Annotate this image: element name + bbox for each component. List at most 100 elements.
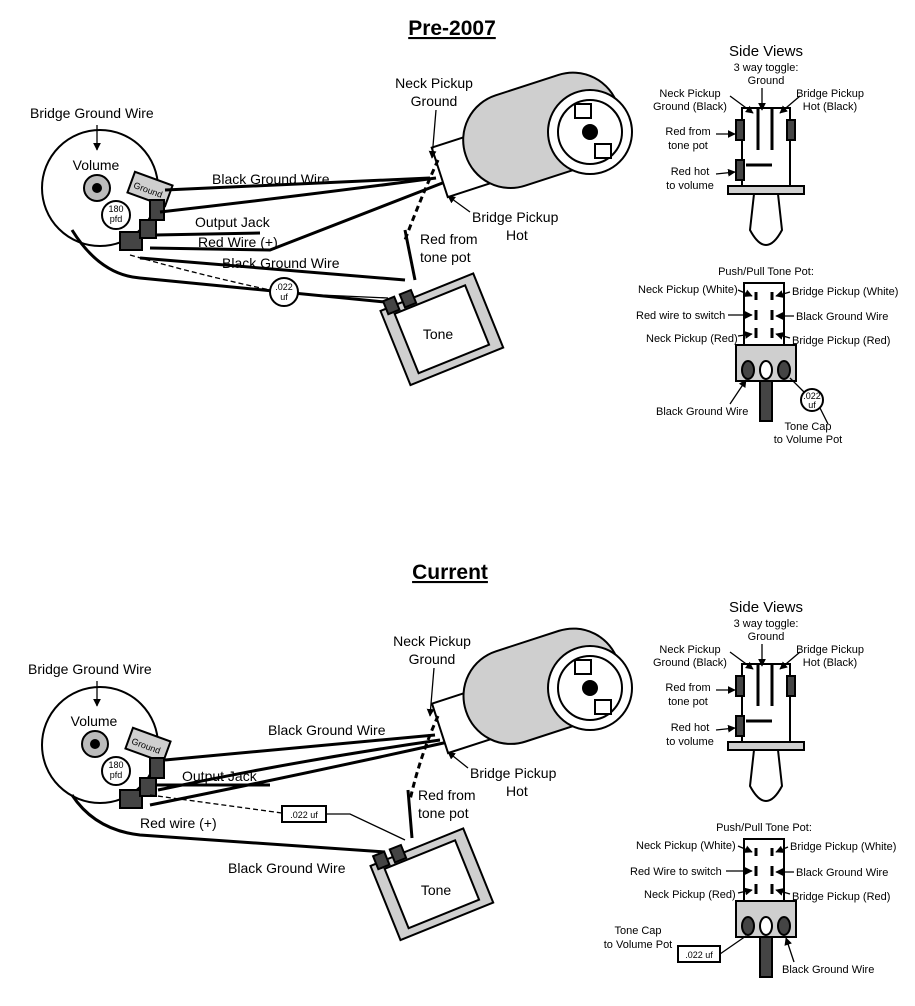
ground-to-tone-wire (70, 794, 386, 854)
ground-lug (126, 170, 174, 208)
bridge-hot-arrow (447, 195, 471, 213)
toggle-side-lug-right (786, 675, 796, 697)
pfd-value: 180 (108, 204, 123, 214)
black-ground-wire-top-label: Black Ground Wire (212, 171, 330, 187)
bridge-pickup-hot-label-1: Bridge Pickup (472, 209, 559, 225)
sv-bridge-hot-1: Bridge Pickup (796, 88, 864, 100)
red-from-tone-pot-label-1: Red from (420, 231, 478, 247)
sv-red-hot-arrow (715, 724, 736, 733)
volume-label: Volume (71, 713, 118, 729)
pp-neck-red: Neck Pickup (Red) (644, 889, 736, 901)
neck-pickup-ground-label-1: Neck Pickup (395, 75, 473, 91)
wire-to-switch (159, 176, 437, 214)
toggle-label-1: 3 way toggle: (734, 618, 799, 630)
toggle-side-lug-left-top (735, 675, 745, 697)
bridge-ground-wire-label: Bridge Ground Wire (28, 661, 152, 677)
pp-black-ground-2-arrow (784, 937, 795, 963)
sv-neck-ground-2: Ground (Black) (653, 101, 727, 113)
pp-cap-lead-2 (819, 407, 829, 425)
ground-to-tone-wire (70, 229, 386, 304)
neck-ground-arrow (428, 109, 437, 159)
toggle-label-2: Ground (748, 75, 785, 87)
pp-cap-unit: uf (808, 400, 816, 410)
tone-label: Tone (421, 882, 452, 898)
pp-bridge-white-arrow (775, 290, 791, 298)
sv-bridge-hot-2: Hot (Black) (803, 657, 857, 669)
red-from-tone-wire (406, 789, 414, 839)
red-from-tone-pot-label-1: Red from (418, 787, 476, 803)
pp-tone-cap-label-2: to Volume Pot (604, 939, 673, 951)
tone-lug-2 (388, 843, 408, 864)
sv-red-hot-2: to volume (666, 736, 714, 748)
red-wire (149, 180, 446, 252)
push-pull-switch (743, 838, 785, 902)
toggle-side-lug-left-top (735, 119, 745, 141)
output-jack-lug-2 (594, 699, 612, 715)
sv-neck-ground-2: Ground (Black) (653, 657, 727, 669)
black-ground-wire-top-label: Black Ground Wire (268, 722, 386, 738)
black-ground-wire-top (164, 733, 436, 762)
bridge-pickup-hot-label-2: Hot (506, 783, 528, 799)
sv-red-from-tone-2: tone pot (668, 696, 708, 708)
sv-neck-ground-1: Neck Pickup (659, 88, 720, 100)
sv-red-hot-2: to volume (666, 180, 714, 192)
sv-red-from-tone-1: Red from (665, 682, 710, 694)
toggle-side-lug-left-bottom (735, 715, 745, 737)
neck-ground-dashed (408, 715, 440, 801)
cap-lead (326, 813, 406, 841)
section-pre-2007: Pre-2007 Volume Ground 180 pfd Bridge Gr… (30, 17, 898, 446)
pp-bridge-red: Bridge Pickup (Red) (792, 335, 890, 347)
toggle-side-mount (727, 741, 805, 751)
sv-neck-ground-arrow (729, 651, 754, 670)
volume-lug-2 (119, 231, 143, 251)
cap-value: .022 (275, 282, 293, 292)
tone-pot-face (383, 839, 481, 930)
red-wire-label: Red Wire (+) (198, 234, 278, 250)
pp-cap-lead (789, 377, 805, 393)
volume-lug-3 (139, 219, 157, 239)
pp-black-ground: Black Ground Wire (796, 311, 888, 323)
pp-neck-red-arrow (737, 331, 753, 339)
pp-neck-red: Neck Pickup (Red) (646, 333, 738, 345)
red-wire (149, 740, 449, 807)
pfd-unit: pfd (110, 770, 123, 780)
side-views-title: Side Views (729, 599, 803, 616)
pfd-capacitor (101, 756, 131, 786)
push-pull-title: Push/Pull Tone Pot: (716, 822, 812, 834)
pp-pot-lug-2 (759, 916, 773, 936)
pp-black-ground-2-arrow (729, 379, 747, 405)
black-ground-wire-top (164, 176, 431, 192)
cap-lead-dashed (149, 794, 283, 814)
cap-lead (297, 293, 389, 299)
wire-to-switch (157, 738, 441, 792)
pp-neck-white-arrow (737, 845, 753, 853)
section-current: Current Volume Ground 180 pfd Bridge Gro… (28, 561, 896, 978)
bridge-pickup-hot-label-2: Hot (506, 227, 528, 243)
neck-pickup-ground-label-2: Ground (409, 651, 456, 667)
sv-red-hot-arrow (715, 168, 736, 177)
pp-bridge-white: Bridge Pickup (White) (792, 286, 898, 298)
pfd-capacitor (101, 200, 131, 230)
neck-ground-dashed (403, 159, 440, 241)
pp-bridge-red: Bridge Pickup (Red) (792, 891, 890, 903)
pp-pot-lug-1 (741, 360, 755, 380)
pfd-value: 180 (108, 760, 123, 770)
sv-bridge-hot-2: Hot (Black) (803, 101, 857, 113)
push-pull-shaft (759, 380, 773, 422)
tone-pot (379, 272, 505, 387)
sv-red-hot-1: Red hot (671, 722, 710, 734)
red-from-tone-pot-label-2: tone pot (418, 805, 469, 821)
output-jack-lug-1 (574, 659, 592, 675)
pp-neck-white-arrow (737, 289, 753, 297)
black-ground-wire-bottom (139, 256, 406, 282)
bridge-pickup-hot-label-1: Bridge Pickup (470, 765, 557, 781)
output-jack-lug-1 (574, 103, 592, 119)
pp-pot-lug-2 (759, 360, 773, 380)
volume-shaft-center (92, 183, 102, 193)
pp-bridge-white-arrow (775, 845, 789, 853)
output-jack-tip (582, 680, 598, 696)
sv-bridge-hot-arrow (779, 651, 801, 670)
volume-lug-3 (139, 777, 157, 797)
red-from-tone-wire (403, 229, 417, 281)
